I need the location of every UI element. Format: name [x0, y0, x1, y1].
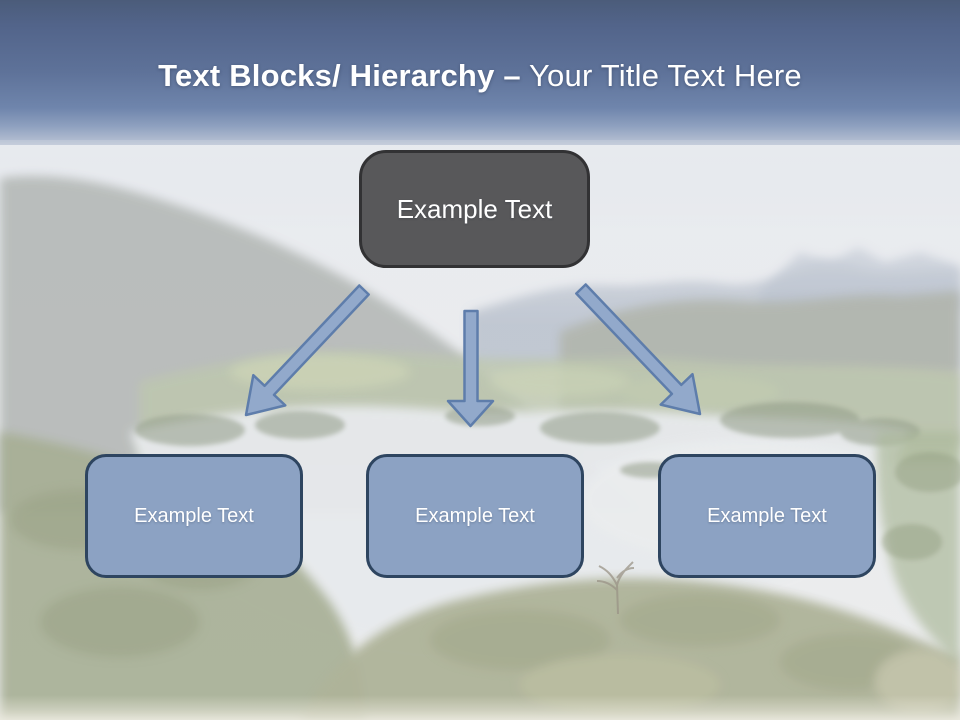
- child-text-block-2-label: Example Text: [415, 504, 535, 527]
- child-text-block-1-label: Example Text: [134, 504, 254, 527]
- slide-title-bold: Text Blocks/ Hierarchy –: [158, 58, 521, 93]
- root-text-block-label: Example Text: [396, 193, 553, 224]
- foreground-bottom-hill: [300, 578, 960, 720]
- right-slope-trees: [882, 452, 960, 560]
- slide-title: Text Blocks/ Hierarchy – Your Title Text…: [0, 54, 960, 98]
- child-text-block-3: Example Text: [658, 454, 876, 578]
- child-text-block-2: Example Text: [366, 454, 584, 578]
- child-text-block-1: Example Text: [85, 454, 303, 578]
- bottom-fade: [0, 695, 960, 720]
- slide-title-regular: Your Title Text Here: [529, 58, 802, 93]
- child-text-block-3-label: Example Text: [707, 504, 827, 527]
- root-text-block: Example Text: [359, 150, 590, 268]
- bare-tree: [596, 561, 635, 615]
